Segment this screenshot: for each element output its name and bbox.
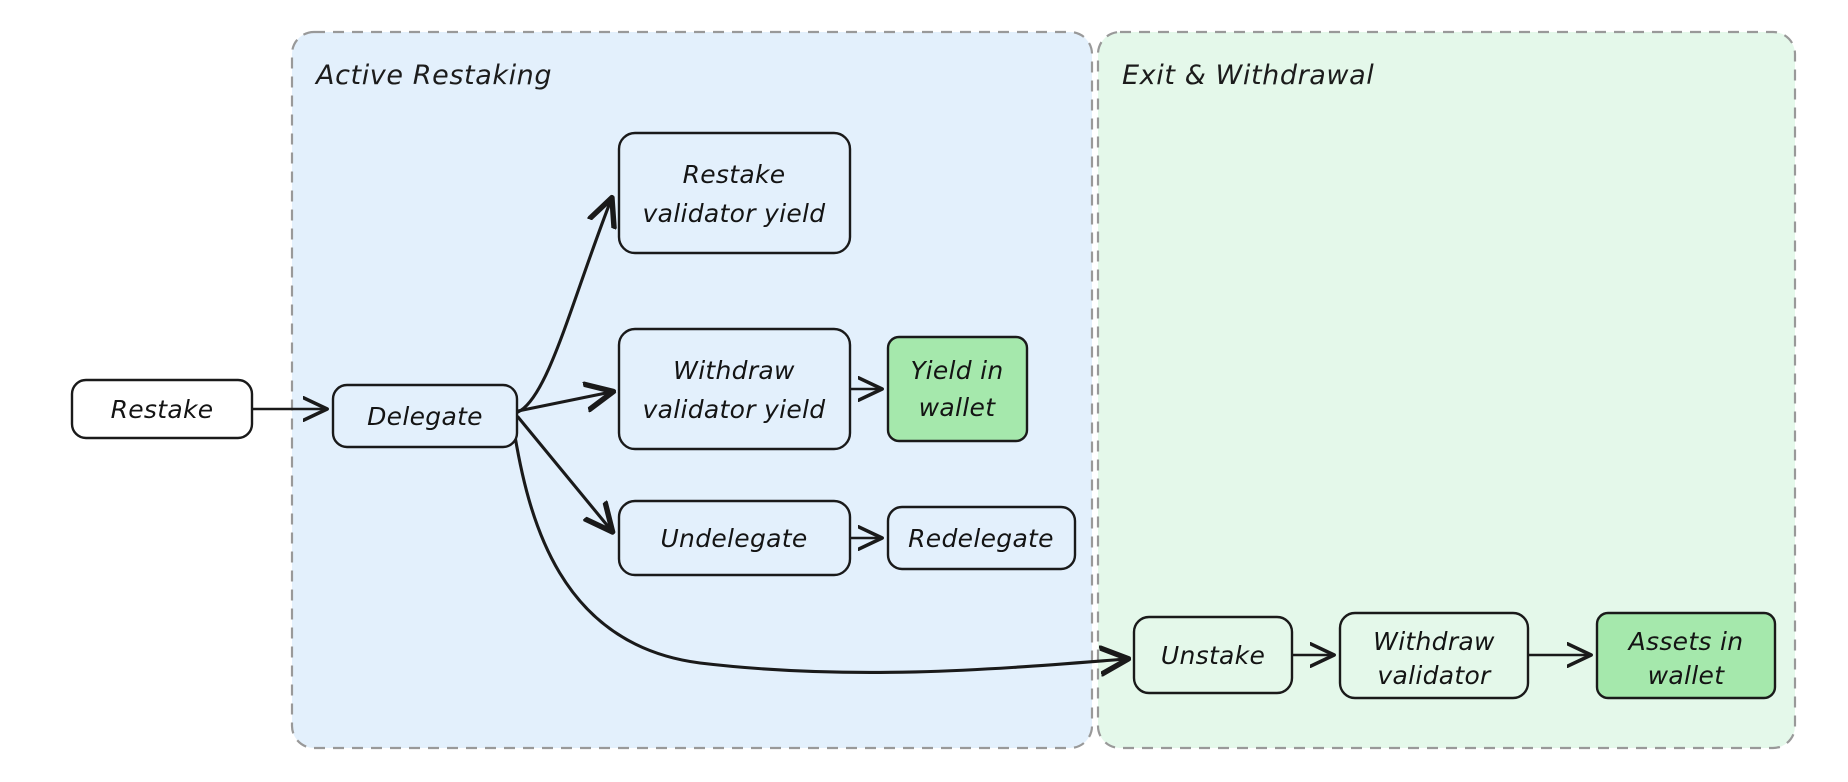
- node-unstake-rect: [1132, 615, 1294, 695]
- subgraph-exit-withdrawal[interactable]: Exit & Withdrawal: [1096, 30, 1797, 750]
- node-unstake-label: Unstake: [1161, 641, 1265, 670]
- node-assets-in-wallet-label-line1: Assets in: [1627, 627, 1744, 656]
- node-undelegate-rect: [617, 499, 852, 577]
- node-restake-validator-yield-label-line1: Restake: [683, 160, 786, 189]
- node-restake-validator-yield-rect: [617, 131, 852, 255]
- node-delegate-label: Delegate: [367, 402, 483, 431]
- node-yield-in-wallet-rect: [886, 335, 1029, 443]
- edge-delegate-to-withdraw-validator-yield: [516, 392, 611, 413]
- node-redelegate-rect: [886, 505, 1077, 571]
- node-delegate[interactable]: Delegate: [331, 383, 519, 449]
- node-restake-validator-yield-label-line2: validator yield: [643, 199, 826, 228]
- node-restake-rect: [70, 378, 254, 440]
- node-withdraw-validator-label-line1: Withdraw: [1373, 627, 1495, 656]
- subgraph-active-restaking-label: Active Restaking: [314, 60, 552, 91]
- node-delegate-rect: [331, 383, 519, 449]
- node-withdraw-validator-rect: [1338, 611, 1530, 700]
- node-restake-label: Restake: [111, 395, 214, 424]
- node-undelegate-label: Undelegate: [660, 524, 807, 553]
- node-withdraw-validator-yield-label-line1: Withdraw: [673, 356, 795, 385]
- node-withdraw-validator-yield[interactable]: Withdraw validator yield: [617, 327, 852, 451]
- node-withdraw-validator[interactable]: Withdraw validator: [1338, 611, 1530, 700]
- node-yield-in-wallet-label-line2: wallet: [919, 393, 997, 422]
- edge-delegate-to-unstake: [511, 422, 1126, 672]
- node-assets-in-wallet-label-line2: wallet: [1648, 661, 1726, 690]
- edge-delegate-to-restake-validator-yield: [516, 200, 611, 414]
- node-withdraw-validator-label-line2: validator: [1377, 661, 1492, 690]
- node-assets-in-wallet[interactable]: Assets in wallet: [1595, 611, 1777, 700]
- edges-layer: [250, 200, 1589, 672]
- node-redelegate-label: Redelegate: [908, 524, 1054, 553]
- node-redelegate[interactable]: Redelegate: [886, 505, 1077, 571]
- node-assets-in-wallet-rect: [1595, 611, 1777, 700]
- edge-delegate-to-undelegate: [516, 415, 611, 530]
- node-undelegate[interactable]: Undelegate: [617, 499, 852, 577]
- node-yield-in-wallet[interactable]: Yield in wallet: [886, 335, 1029, 443]
- subgraph-exit-withdrawal-label: Exit & Withdrawal: [1122, 60, 1374, 91]
- node-restake[interactable]: Restake: [70, 378, 254, 440]
- node-withdraw-validator-yield-rect: [617, 327, 852, 451]
- node-restake-validator-yield[interactable]: Restake validator yield: [617, 131, 852, 255]
- node-yield-in-wallet-label-line1: Yield in: [910, 356, 1003, 385]
- subgraph-exit-withdrawal-rect: [1096, 30, 1797, 750]
- node-withdraw-validator-yield-label-line2: validator yield: [643, 395, 826, 424]
- node-unstake[interactable]: Unstake: [1132, 615, 1294, 695]
